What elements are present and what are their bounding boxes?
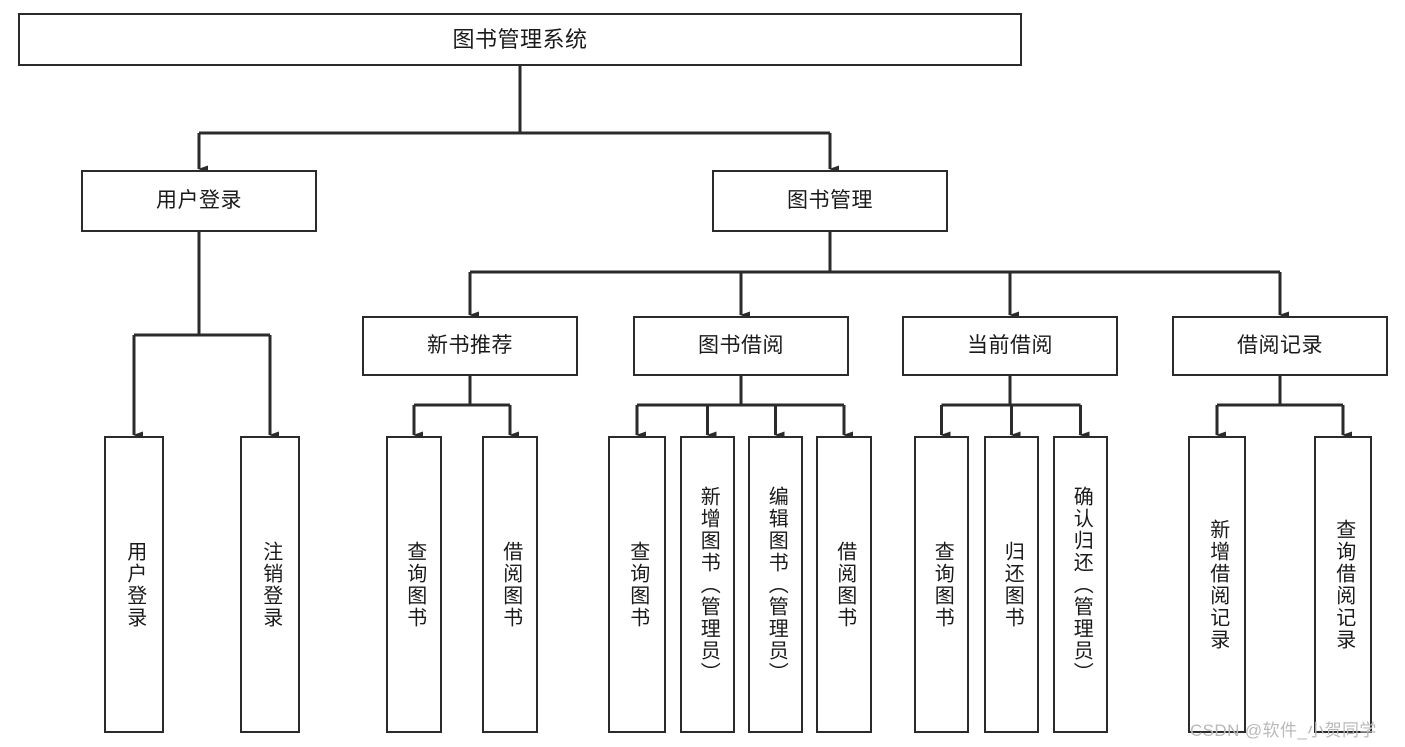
node-leaf-query-book-3: 查询图书	[914, 436, 969, 733]
node-leaf-user-logout: 注销登录	[240, 436, 300, 733]
node-book-manage: 图书管理	[712, 170, 948, 232]
node-label: 查询借阅记录	[1332, 518, 1355, 651]
node-new-book-rec: 新书推荐	[362, 316, 578, 376]
node-label: 注销登录	[259, 540, 282, 629]
node-leaf-add-record: 新增借阅记录	[1188, 436, 1246, 733]
node-leaf-add-book: 新增图书（管理员）	[680, 436, 735, 733]
watermark-text: CSDN @软件_小贺同学	[1190, 721, 1377, 740]
node-leaf-borrow-book-1: 借阅图书	[482, 436, 538, 733]
node-label: 借阅图书	[833, 540, 856, 629]
node-label: 查询图书	[626, 540, 649, 629]
node-label: 借阅记录	[1237, 333, 1323, 357]
node-leaf-edit-book: 编辑图书（管理员）	[748, 436, 803, 733]
node-root: 图书管理系统	[18, 13, 1022, 66]
node-label: 当前借阅	[967, 333, 1053, 357]
node-label: 编辑图书（管理员）	[765, 485, 788, 684]
node-leaf-user-login: 用户登录	[104, 436, 164, 733]
node-label: 新书推荐	[427, 333, 513, 357]
node-label: 查询图书	[403, 540, 426, 629]
node-label: 借阅图书	[499, 540, 522, 629]
node-label: 图书管理系统	[452, 26, 588, 52]
node-label: 确认归还（管理员）	[1070, 485, 1093, 684]
node-label: 图书借阅	[698, 333, 784, 357]
connector-lines	[132, 66, 1352, 439]
node-leaf-query-book-2: 查询图书	[608, 436, 666, 733]
node-label: 新增借阅记录	[1206, 518, 1229, 651]
node-leaf-confirm-return: 确认归还（管理员）	[1053, 436, 1108, 733]
node-leaf-query-record: 查询借阅记录	[1314, 436, 1372, 733]
node-label: 归还图书	[1001, 540, 1024, 629]
node-leaf-return-book: 归还图书	[984, 436, 1039, 733]
node-user-login: 用户登录	[81, 170, 317, 232]
node-label: 图书管理	[787, 188, 873, 212]
node-leaf-borrow-book-2: 借阅图书	[816, 436, 872, 733]
node-label: 新增图书（管理员）	[697, 485, 720, 684]
node-label: 用户登录	[156, 188, 242, 212]
node-borrow-record: 借阅记录	[1172, 316, 1388, 376]
node-current-borrow: 当前借阅	[902, 316, 1118, 376]
node-label: 用户登录	[123, 540, 146, 629]
node-label: 查询图书	[931, 540, 954, 629]
node-leaf-query-book-1: 查询图书	[386, 436, 442, 733]
node-book-borrow: 图书借阅	[633, 316, 849, 376]
